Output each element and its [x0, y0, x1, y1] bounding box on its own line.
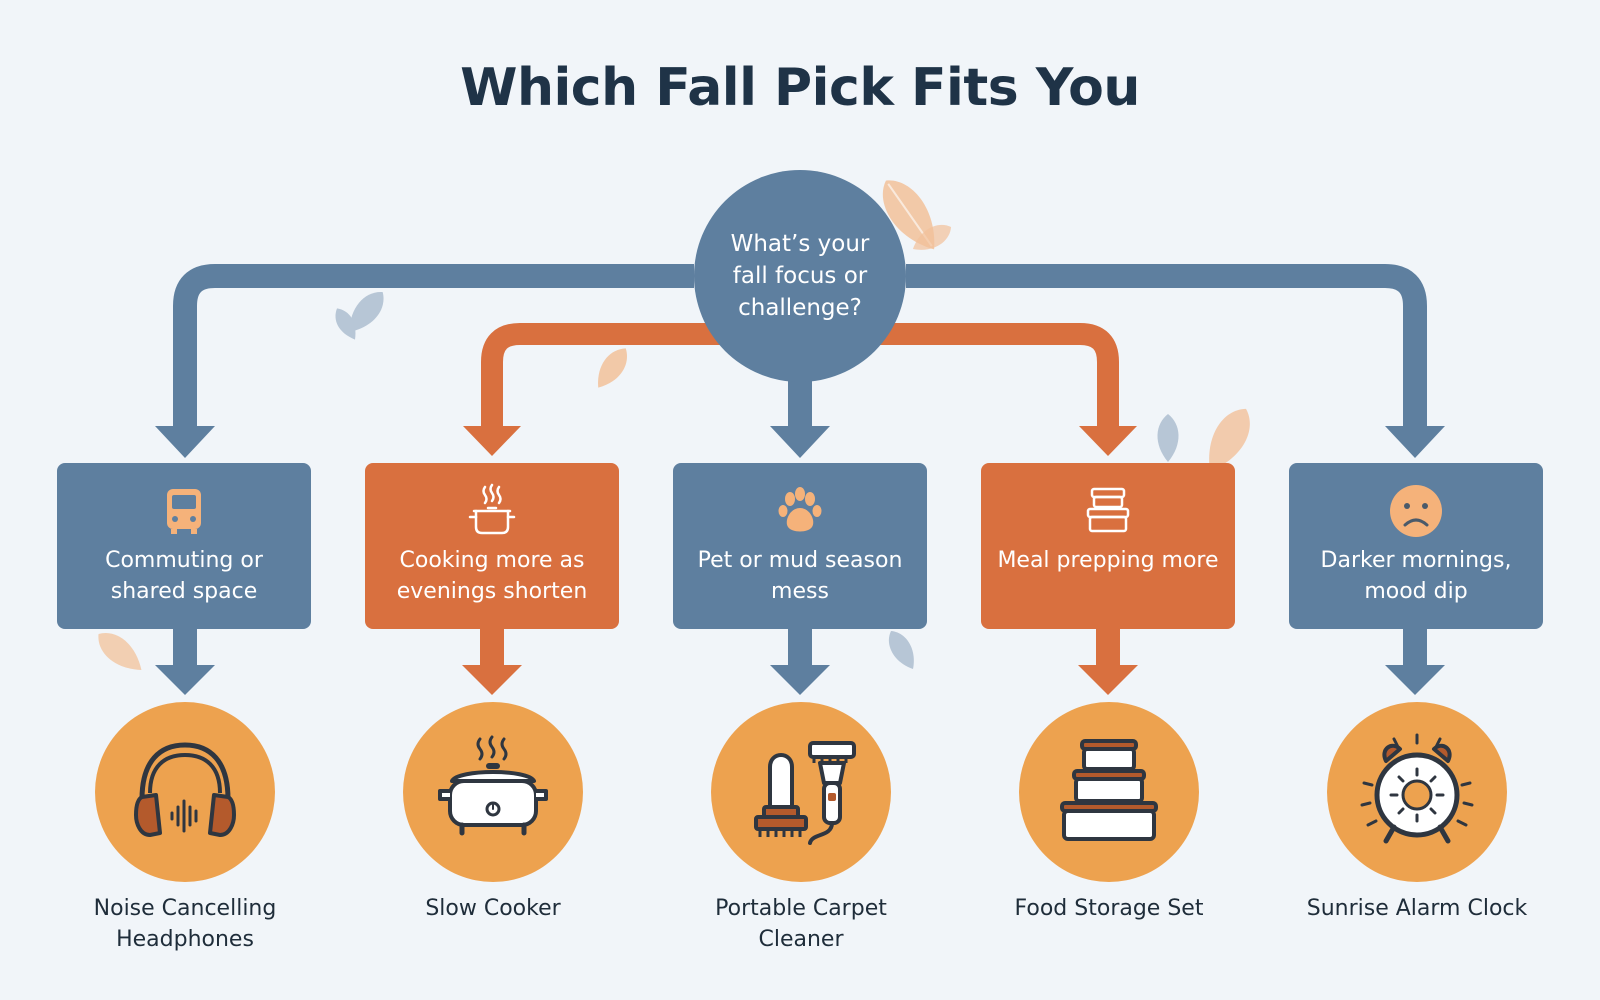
option-label: Commuting or shared space	[105, 548, 263, 604]
leaf-icon	[1209, 408, 1250, 472]
page-title: Which Fall Pick Fits You	[460, 58, 1140, 118]
connector-line-lower	[788, 629, 812, 669]
connector-line-outer	[173, 264, 694, 430]
product-label: Portable Carpet Cleaner	[715, 896, 887, 952]
arrow-head	[462, 665, 522, 695]
product-node-headphones	[95, 702, 275, 882]
arrow-head	[463, 426, 521, 456]
arrow-head	[770, 665, 830, 695]
connector-line-lower	[480, 629, 504, 669]
slow-cooker-icon	[438, 735, 548, 836]
carpet-cleaner-icon	[754, 741, 856, 845]
leaf-icon	[888, 630, 914, 670]
arrow-head	[770, 426, 830, 458]
question-text: What’s your fall focus or challenge?	[730, 231, 870, 321]
connector-line-outer	[906, 264, 1427, 430]
arrow-head	[1385, 665, 1445, 695]
paw-icon	[770, 481, 830, 541]
product-node-carpet-cleaner	[711, 702, 891, 882]
arrow-head	[1385, 426, 1445, 458]
product-node-alarm-clock	[1327, 702, 1507, 882]
leaf-icon	[335, 308, 356, 340]
arrow-head	[155, 426, 215, 458]
option-label: Cooking more as evenings shorten	[396, 548, 588, 604]
leaf-icon	[598, 348, 627, 388]
connector-line-lower	[1096, 629, 1120, 669]
alarm-clock-icon	[1360, 733, 1474, 844]
product-label: Slow Cooker	[425, 896, 561, 921]
connector-line-inner	[481, 323, 720, 430]
question-node: What’s your fall focus or challenge?	[694, 170, 906, 382]
option-label: Meal prepping more	[997, 548, 1219, 573]
bus-icon	[154, 481, 214, 541]
arrow-head	[1078, 665, 1138, 695]
connector-line-lower	[1403, 629, 1427, 669]
product-label: Noise Cancelling Headphones	[93, 896, 277, 952]
connector-line-lower	[173, 629, 197, 669]
product-node-slow-cooker	[403, 702, 583, 882]
product-label: Sunrise Alarm Clock	[1306, 896, 1528, 921]
leaf-icon	[98, 633, 142, 670]
arrow-head	[1079, 426, 1137, 456]
option-box-dark-mornings: Darker mornings, mood dip	[1289, 463, 1543, 629]
headphones-icon	[134, 742, 236, 837]
product-node-food-storage	[1019, 702, 1199, 882]
food-container-icon	[1078, 481, 1138, 541]
product-label: Food Storage Set	[1014, 896, 1204, 921]
option-label: Darker mornings, mood dip	[1320, 548, 1512, 604]
leaf-icon	[912, 224, 952, 250]
leaf-icon	[349, 292, 384, 332]
connector-line-inner	[880, 323, 1119, 430]
food-storage-icon	[1060, 739, 1158, 841]
cooking-pot-icon	[462, 481, 522, 541]
option-box-meal-prep: Meal prepping more	[981, 463, 1235, 629]
option-box-cooking: Cooking more as evenings shorten	[365, 463, 619, 629]
connector-line-center	[788, 378, 812, 430]
option-box-commuting: Commuting or shared space	[57, 463, 311, 629]
option-box-pet-mess: Pet or mud season mess	[673, 463, 927, 629]
sad-face-icon	[1386, 481, 1446, 541]
leaf-icon	[1157, 414, 1179, 462]
option-label: Pet or mud season mess	[697, 548, 903, 604]
arrow-head	[155, 665, 215, 695]
